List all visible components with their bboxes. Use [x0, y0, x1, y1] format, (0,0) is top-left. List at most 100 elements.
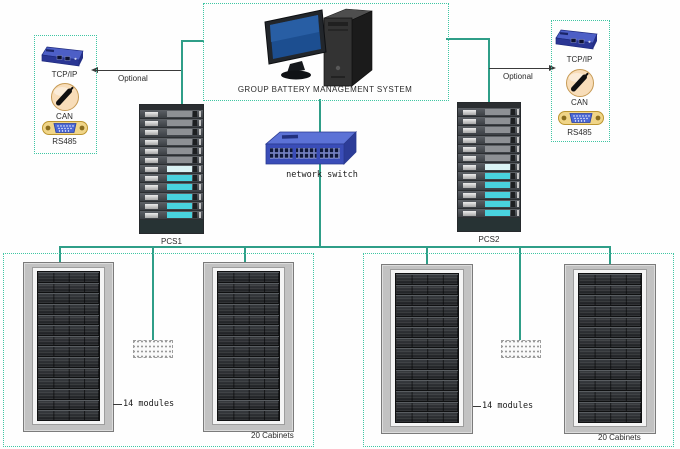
optional-label-left: Optional: [118, 74, 148, 83]
battery-cabinet-1: [23, 262, 114, 432]
drop-cabinet4: [609, 246, 611, 265]
pcs-rack-unit: [458, 135, 520, 144]
pcs-rack-unit: [140, 110, 203, 119]
pcs1-rack: [139, 104, 204, 234]
battery-module: [579, 327, 641, 337]
pcs2-rack-rows: [458, 107, 520, 218]
battery-module: [38, 389, 99, 399]
battery-group-left-box: [3, 253, 314, 447]
battery-module: [396, 359, 458, 369]
battery-module: [396, 412, 458, 422]
battery-group-right-box: [363, 253, 674, 447]
optional-label-right: Optional: [503, 72, 533, 81]
battery-module: [396, 284, 458, 295]
battery-module: [38, 357, 99, 367]
link-computer-to-pcs2-horizontal: [446, 38, 490, 40]
battery-module: [579, 284, 641, 295]
cabinet-4-frame: [573, 269, 647, 427]
tcpip-device-icon-right: [554, 27, 604, 53]
battery-module: [38, 399, 99, 410]
battery-module: [218, 272, 279, 282]
pcs-rack-unit: [140, 128, 203, 137]
battery-module: [579, 348, 641, 359]
battery-module: [396, 305, 458, 316]
optional-arrow-right-line: [489, 68, 550, 69]
cabinet-4-modules: [578, 273, 642, 423]
tcpip-label-left: TCP/IP: [51, 70, 78, 79]
battery-module: [579, 401, 641, 412]
can-label-right: CAN: [571, 98, 588, 107]
pcs-rack-unit: [140, 119, 203, 128]
battery-module: [38, 282, 99, 293]
battery-cabinet-2: [203, 262, 294, 432]
battery-module: [579, 369, 641, 380]
can-label-left: CAN: [56, 112, 73, 121]
network-switch-icon: [264, 131, 360, 169]
battery-module: [579, 412, 641, 422]
drop-cabinet1: [59, 246, 61, 263]
pcs-rack-unit: [458, 181, 520, 190]
battery-module: [218, 335, 279, 346]
more-cabinets-placeholder-right: [501, 340, 541, 358]
pcs-rack-unit: [140, 210, 203, 220]
cabinets-label-right: 20 Cabinets: [598, 433, 641, 442]
battery-module: [218, 357, 279, 367]
pcs1-rack-top: [140, 105, 203, 109]
battery-module: [38, 314, 99, 325]
bus-line: [59, 246, 611, 248]
link-computer-to-pcs1-vertical: [181, 40, 183, 104]
battery-module: [579, 316, 641, 327]
pcs-rack-unit: [140, 183, 203, 192]
pcs2-rack-top: [458, 103, 520, 107]
battery-module: [396, 380, 458, 391]
battery-module: [218, 399, 279, 410]
battery-cabinet-4: [564, 264, 656, 434]
cabinets-label-left: 20 Cabinets: [251, 431, 294, 440]
pcs-rack-unit: [140, 201, 203, 210]
rs485-device-icon-right: [558, 110, 604, 126]
battery-module: [579, 391, 641, 401]
battery-module: [579, 380, 641, 391]
drop-mini-rect-left: [152, 246, 154, 341]
link-computer-to-bus-vertical: [319, 99, 321, 247]
pcs-rack-unit: [458, 126, 520, 135]
battery-module: [396, 391, 458, 401]
right-protocol-box: [551, 20, 610, 142]
cabinet-1-modules: [37, 271, 100, 421]
pcs-rack-unit: [458, 108, 520, 117]
battery-module: [218, 378, 279, 389]
link-computer-to-pcs2-vertical: [488, 38, 490, 102]
battery-module: [218, 293, 279, 303]
cabinet-3-frame: [390, 269, 464, 427]
cabinet-3-modules: [395, 273, 459, 423]
bms-group-box: [203, 3, 449, 101]
optional-arrow-left-head: [91, 67, 98, 73]
pcs2-label: PCS2: [478, 235, 500, 244]
computer-icon: [262, 6, 387, 90]
pcs-rack-unit: [140, 174, 203, 183]
battery-module: [38, 303, 99, 314]
battery-module: [396, 369, 458, 380]
tcpip-device-icon-left: [40, 44, 90, 70]
battery-module: [218, 282, 279, 293]
can-device-icon-right: [565, 68, 595, 98]
battery-module: [38, 367, 99, 378]
pcs-rack-unit: [140, 155, 203, 165]
battery-module: [38, 410, 99, 420]
modules-leader-right: [473, 406, 481, 407]
battery-module: [218, 303, 279, 314]
battery-module: [396, 327, 458, 337]
rs485-device-icon-left: [42, 120, 88, 136]
pcs-rack-unit: [458, 144, 520, 153]
pcs-rack-unit: [458, 199, 520, 208]
rs485-label-right: RS485: [567, 128, 592, 137]
rs485-label-left: RS485: [52, 137, 77, 146]
battery-module: [38, 378, 99, 389]
modules-label-right: 14 modules: [482, 401, 534, 411]
pcs-rack-unit: [458, 208, 520, 218]
drop-cabinet2: [244, 246, 246, 263]
pcs2-rack: [457, 102, 521, 232]
battery-module: [38, 293, 99, 303]
pcs-rack-unit: [140, 146, 203, 155]
